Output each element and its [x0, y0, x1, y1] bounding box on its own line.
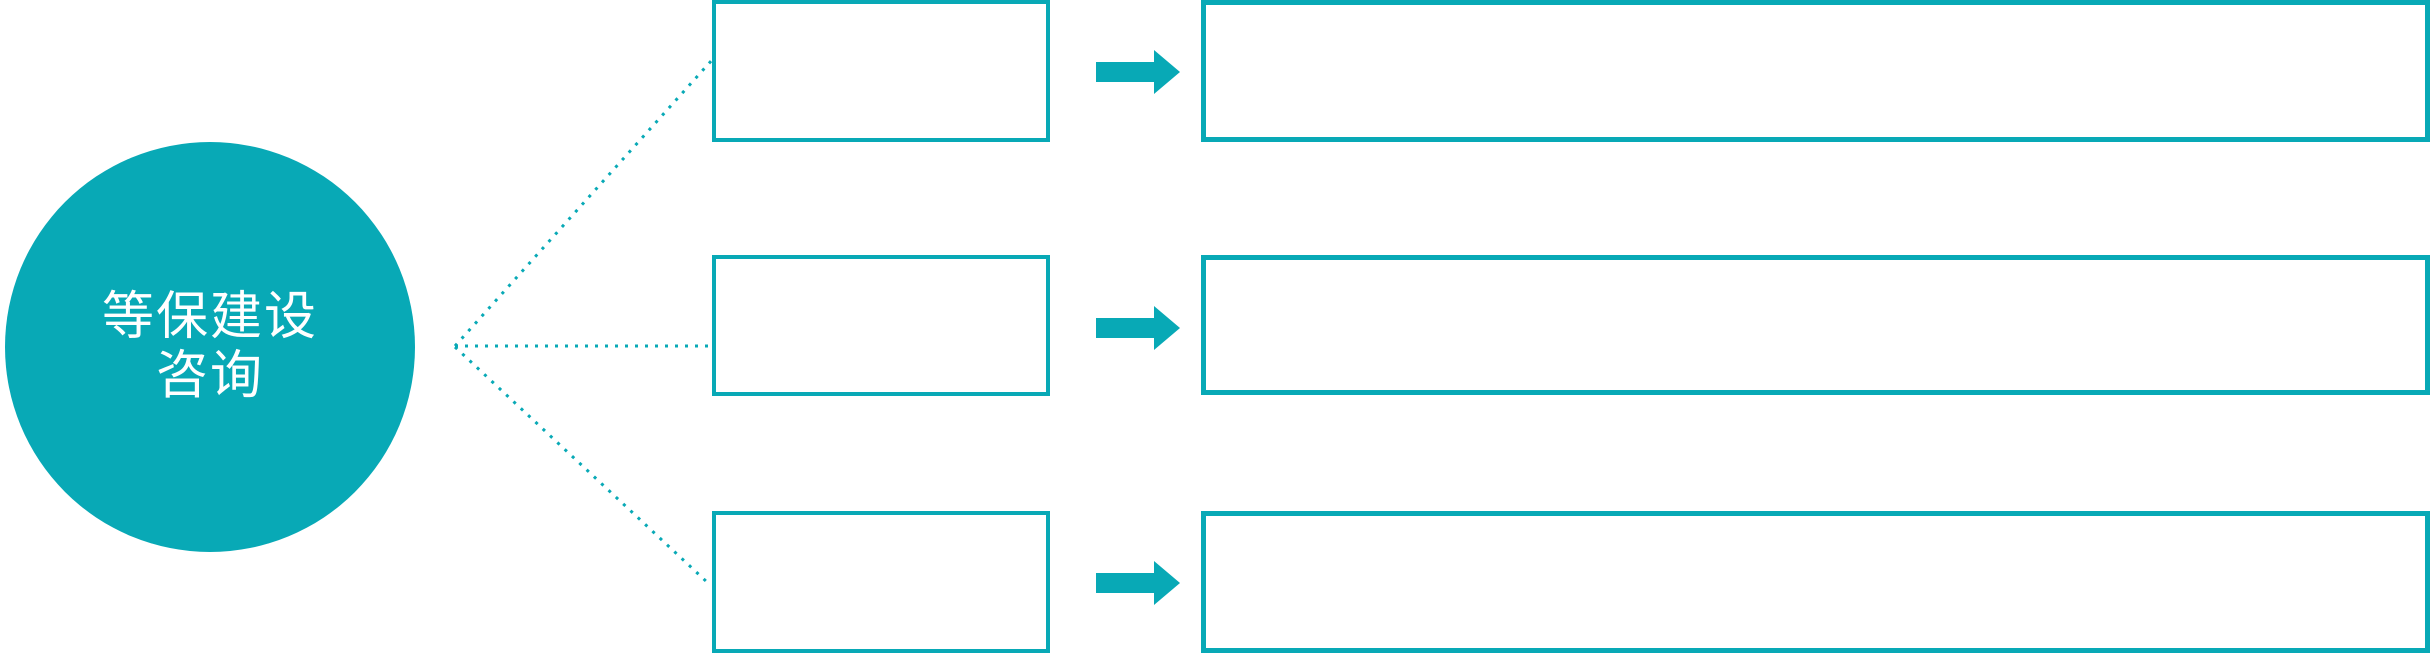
root-node-label-line1: 等保建设 [101, 287, 318, 346]
right-block-arrow-shape [1096, 50, 1180, 94]
right-block-arrow-shape [1096, 561, 1180, 605]
connector-line-bottom [453, 345, 710, 585]
right-block-arrow-shape [1096, 306, 1180, 350]
root-node-circle: 等保建设 咨询 [5, 142, 415, 552]
source-box-1 [712, 0, 1050, 142]
target-box-1 [1201, 0, 2430, 142]
source-box-1-label [716, 4, 1046, 138]
source-box-3 [712, 511, 1050, 653]
root-node-label-line2: 咨询 [155, 347, 264, 405]
source-box-2-label [716, 259, 1046, 392]
source-box-3-label [716, 515, 1046, 649]
target-box-3 [1201, 511, 2430, 653]
source-box-2 [712, 255, 1050, 396]
target-box-1-label [1206, 5, 2425, 137]
root-node-label: 等保建设 咨询 [102, 288, 318, 407]
right-block-arrow-icon [1096, 561, 1180, 605]
target-box-2 [1201, 255, 2430, 395]
connector-line-top [453, 58, 714, 348]
target-box-3-label [1206, 516, 2425, 648]
right-block-arrow-icon [1096, 50, 1180, 94]
right-block-arrow-icon [1096, 306, 1180, 350]
target-box-2-label [1206, 260, 2425, 390]
